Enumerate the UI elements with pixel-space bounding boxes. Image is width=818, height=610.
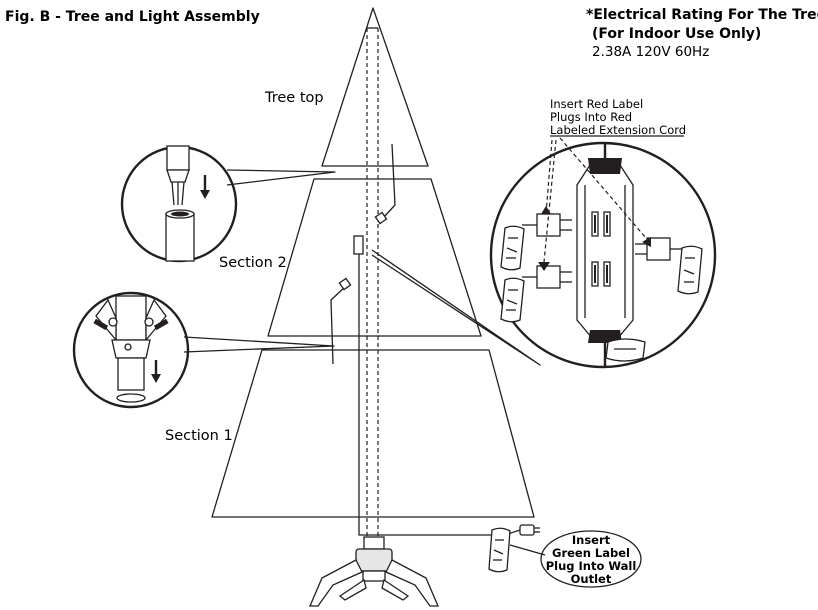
wall-note-line3: Plug Into Wall xyxy=(546,559,637,573)
plug-icon xyxy=(536,206,572,237)
section-2-label: Section 2 xyxy=(219,255,287,271)
rating-subheading: (For Indoor Use Only) xyxy=(592,26,761,42)
tree-section-1 xyxy=(211,349,535,518)
rating-heading: *Electrical Rating For The Tree xyxy=(586,7,818,23)
down-arrow-icon xyxy=(151,360,161,383)
hinge-joint-detail xyxy=(72,291,335,409)
figure-title: Fig. B - Tree and Light Assembly xyxy=(5,9,260,25)
red-label-note-line3: Labeled Extension Cord xyxy=(550,123,686,137)
label-tag-icon xyxy=(677,245,703,295)
label-tag-icon xyxy=(488,527,511,573)
red-label-note-line1: Insert Red Label xyxy=(550,97,643,111)
light-wiring xyxy=(330,143,540,536)
plug-icon xyxy=(635,237,671,261)
center-pole xyxy=(366,27,379,540)
plug-icon xyxy=(536,262,572,289)
wall-note-line4: Outlet xyxy=(571,572,612,586)
wall-note-line2: Green Label xyxy=(552,546,630,560)
label-tag-icon xyxy=(500,277,525,323)
label-tag-icon xyxy=(500,225,525,271)
label-tag-icon xyxy=(605,338,646,362)
down-arrow-icon xyxy=(200,175,210,199)
top-joint-detail xyxy=(120,145,336,263)
tree-stand-icon xyxy=(309,536,439,607)
rating-value: 2.38A 120V 60Hz xyxy=(592,44,709,60)
wall-plug-tag xyxy=(488,527,546,573)
tree-top-label: Tree top xyxy=(264,90,324,106)
power-strip-icon xyxy=(576,158,634,343)
wall-outlet-callout: Insert Green Label Plug Into Wall Outlet xyxy=(540,530,642,588)
tree-top-section xyxy=(321,7,429,167)
power-strip-detail xyxy=(371,137,717,369)
section-1-label: Section 1 xyxy=(165,428,233,444)
red-label-note-line2: Plugs Into Red xyxy=(550,110,632,124)
tree-section-2 xyxy=(267,178,482,337)
wall-note-line1: Insert xyxy=(572,533,611,547)
